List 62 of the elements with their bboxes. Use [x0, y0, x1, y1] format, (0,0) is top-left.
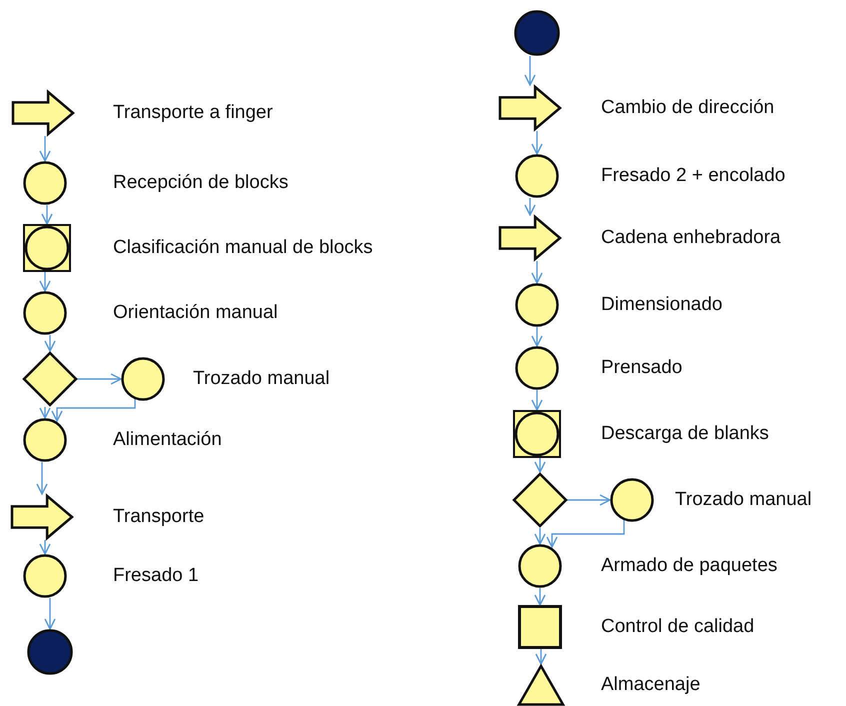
transport-symbol: [498, 215, 562, 261]
decision-diamond: [22, 351, 78, 407]
step-label: Dimensionado: [601, 294, 722, 316]
step-label: Trozado manual: [675, 489, 812, 511]
step-label: Clasificación manual de blocks: [113, 237, 373, 259]
step-label: Orientación manual: [113, 302, 278, 324]
operation-circle: [610, 478, 654, 522]
inspection-operation-symbol: [23, 224, 71, 272]
step-label: Recepción de blocks: [113, 172, 288, 194]
inspection-square: [518, 605, 562, 649]
step-label: Descarga de blanks: [601, 423, 769, 445]
flow-arrow: [39, 540, 51, 555]
flow-arrow: [534, 528, 546, 545]
operation-circle: [23, 418, 67, 462]
step-label: Alimentación: [113, 429, 222, 451]
step-label: Prensado: [601, 357, 682, 379]
terminal-dot: [27, 629, 73, 675]
operation-circle: [23, 291, 67, 335]
storage-triangle: [517, 664, 565, 706]
operation-circle: [23, 554, 67, 598]
flow-arrow: [51, 399, 136, 422]
flow-arrow: [566, 494, 611, 506]
operation-circle: [515, 346, 559, 390]
transport-symbol: [498, 85, 562, 131]
flow-arrow: [41, 205, 53, 225]
step-label: Trozado manual: [193, 368, 330, 390]
step-label: Transporte: [113, 506, 204, 528]
flow-arrow: [39, 407, 51, 419]
terminal-dot: [514, 10, 560, 56]
flow-arrow: [39, 136, 51, 162]
flow-arrow: [76, 373, 122, 385]
inspection-operation-symbol: [513, 410, 561, 458]
flow-arrow: [524, 56, 536, 86]
step-label: Armado de paquetes: [601, 555, 778, 577]
step-label: Almacenaje: [601, 674, 700, 696]
flow-arrow: [531, 327, 543, 347]
operation-circle: [23, 161, 67, 205]
step-label: Fresado 2 + encolado: [601, 165, 786, 187]
flow-arrow: [534, 458, 546, 473]
step-label: Cambio de dirección: [601, 97, 774, 119]
flow-arrow: [39, 272, 51, 292]
step-label: Control de calidad: [601, 616, 754, 638]
flow-arrow: [44, 335, 56, 352]
transport-symbol: [10, 494, 74, 540]
flow-arrow: [524, 198, 536, 216]
flow-arrow: [534, 588, 546, 606]
step-label: Transporte a finger: [113, 102, 273, 124]
flow-arrow: [535, 649, 547, 665]
decision-diamond: [512, 472, 568, 528]
flow-arrow: [44, 598, 56, 630]
transport-symbol: [11, 90, 75, 136]
operation-circle: [518, 544, 562, 588]
flow-arrow: [531, 390, 543, 411]
operation-circle: [121, 357, 165, 401]
operation-circle: [515, 154, 559, 198]
step-label: Fresado 1: [113, 565, 199, 587]
flow-arrow: [36, 462, 48, 495]
flow-arrow: [546, 520, 625, 548]
flow-arrow: [531, 131, 543, 155]
step-label: Cadena enhebradora: [601, 227, 781, 249]
flow-arrow: [531, 261, 543, 284]
operation-circle: [515, 283, 559, 327]
